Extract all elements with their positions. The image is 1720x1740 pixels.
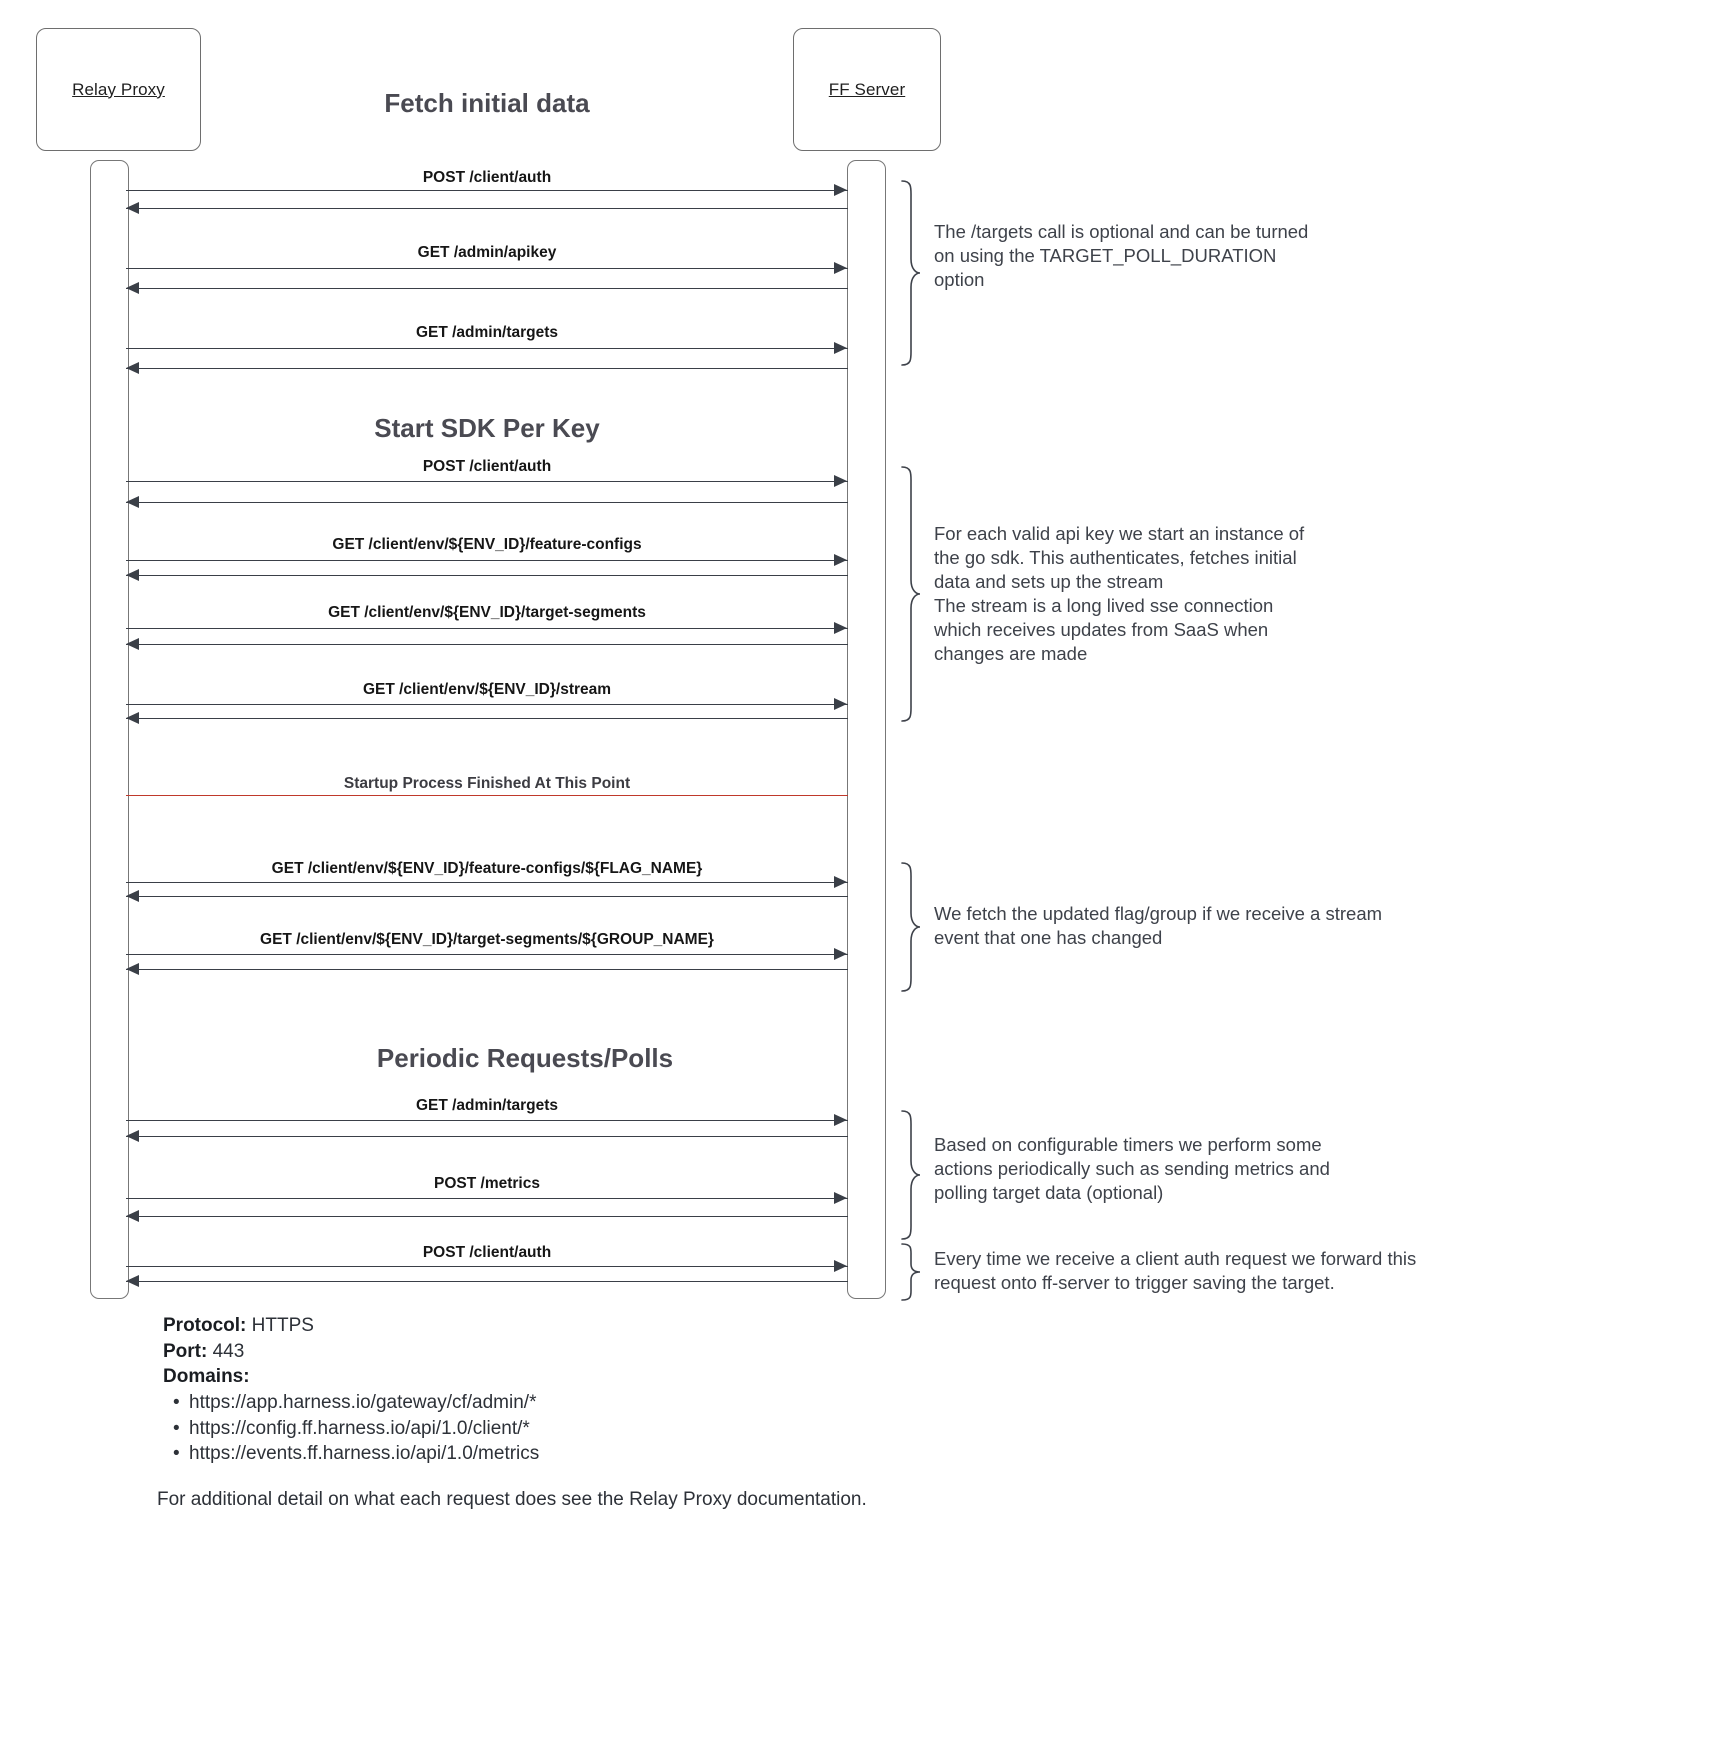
message-arrow-m9 bbox=[126, 954, 848, 955]
message-arrow-m11 bbox=[126, 1198, 848, 1199]
arrow-head-m8 bbox=[834, 875, 847, 888]
participant-ff-server-label: FF Server bbox=[828, 79, 906, 99]
brace-note-stream-event bbox=[898, 862, 922, 997]
section-title-periodic-requests: Periodic Requests/Polls bbox=[376, 1043, 674, 1073]
arrow-head-m11r bbox=[126, 1209, 139, 1222]
message-label-m9: GET /client/env/${ENV_ID}/target-segment… bbox=[260, 931, 714, 948]
arrow-head-m1 bbox=[834, 183, 847, 196]
arrow-head-m10 bbox=[834, 1113, 847, 1126]
message-arrow-m3 bbox=[126, 348, 848, 349]
message-arrow-m8r bbox=[126, 896, 848, 897]
message-arrow-m8 bbox=[126, 882, 848, 883]
message-label-m8: GET /client/env/${ENV_ID}/feature-config… bbox=[271, 860, 703, 877]
footer-domain-item: https://app.harness.io/gateway/cf/admin/… bbox=[173, 1390, 923, 1416]
arrow-head-m7r bbox=[126, 711, 139, 724]
message-label-m12: POST /client/auth bbox=[422, 1244, 552, 1261]
startup-finished-divider-line bbox=[126, 795, 848, 796]
message-arrow-m12r bbox=[126, 1281, 848, 1282]
message-arrow-m2r bbox=[126, 288, 848, 289]
brace-note-periodic-timers bbox=[898, 1110, 922, 1245]
note-text-stream-event: We fetch the updated flag/group if we re… bbox=[934, 903, 1383, 949]
message-arrow-m7 bbox=[126, 704, 848, 705]
note-text-client-auth-forward: Every time we receive a client auth requ… bbox=[934, 1248, 1417, 1294]
message-arrow-m2 bbox=[126, 268, 848, 269]
footer-protocol-label: Protocol: bbox=[163, 1315, 247, 1336]
arrow-head-m2r bbox=[126, 281, 139, 294]
message-label-m11: POST /metrics bbox=[434, 1175, 540, 1192]
footer-domains-row: Domains: bbox=[163, 1364, 923, 1390]
message-arrow-m4r bbox=[126, 502, 848, 503]
arrow-head-m5 bbox=[834, 553, 847, 566]
footer-domains-list: https://app.harness.io/gateway/cf/admin/… bbox=[163, 1390, 923, 1467]
arrow-head-m3r bbox=[126, 361, 139, 374]
message-arrow-m12 bbox=[126, 1266, 848, 1267]
message-arrow-m9r bbox=[126, 969, 848, 970]
note-text-periodic-timers: Based on configurable timers we perform … bbox=[934, 1134, 1330, 1204]
arrow-head-m5r bbox=[126, 568, 139, 581]
footer-documentation-note: For additional detail on what each reque… bbox=[157, 1489, 867, 1510]
message-arrow-m10r bbox=[126, 1136, 848, 1137]
startup-finished-divider-label: Startup Process Finished At This Point bbox=[343, 775, 631, 792]
brace-note-client-auth-forward bbox=[898, 1243, 922, 1306]
message-arrow-m11r bbox=[126, 1216, 848, 1217]
message-arrow-m4 bbox=[126, 481, 848, 482]
footer-domain-item: https://config.ff.harness.io/api/1.0/cli… bbox=[173, 1416, 923, 1442]
arrow-head-m12r bbox=[126, 1274, 139, 1287]
footer-protocol-value: HTTPS bbox=[251, 1315, 314, 1336]
footer-domain-item: https://events.ff.harness.io/api/1.0/met… bbox=[173, 1441, 923, 1467]
message-label-m2: GET /admin/apikey bbox=[417, 244, 557, 261]
message-arrow-m5r bbox=[126, 575, 848, 576]
arrow-head-m8r bbox=[126, 889, 139, 902]
message-arrow-m5 bbox=[126, 560, 848, 561]
note-text-sdk-instance: For each valid api key we start an insta… bbox=[934, 523, 1305, 665]
arrow-head-m3 bbox=[834, 341, 847, 354]
arrow-head-m4r bbox=[126, 495, 139, 508]
arrow-head-m7 bbox=[834, 697, 847, 710]
message-arrow-m10 bbox=[126, 1120, 848, 1121]
message-arrow-m6r bbox=[126, 644, 848, 645]
note-text-targets-optional: The /targets call is optional and can be… bbox=[934, 221, 1309, 291]
arrow-head-m12 bbox=[834, 1259, 847, 1272]
arrow-head-m10r bbox=[126, 1129, 139, 1142]
footer-port-row: Port: 443 bbox=[163, 1339, 923, 1365]
footer-details: Protocol: HTTPS Port: 443 Domains: https… bbox=[163, 1313, 923, 1467]
message-label-m7: GET /client/env/${ENV_ID}/stream bbox=[362, 681, 612, 698]
section-title-fetch-initial-data: Fetch initial data bbox=[384, 88, 590, 118]
arrow-head-m2 bbox=[834, 261, 847, 274]
participant-relay-proxy-label: Relay Proxy bbox=[72, 79, 165, 99]
message-arrow-m7r bbox=[126, 718, 848, 719]
arrow-head-m1r bbox=[126, 201, 139, 214]
lifeline-relay-proxy bbox=[90, 160, 129, 1299]
arrow-head-m11 bbox=[834, 1191, 847, 1204]
arrow-head-m4 bbox=[834, 474, 847, 487]
footer-port-value: 443 bbox=[212, 1340, 245, 1362]
message-label-m6: GET /client/env/${ENV_ID}/target-segment… bbox=[328, 604, 646, 621]
participant-relay-proxy[interactable]: Relay Proxy bbox=[36, 28, 201, 151]
arrow-head-m6r bbox=[126, 637, 139, 650]
message-arrow-m3r bbox=[126, 368, 848, 369]
message-label-m3: GET /admin/targets bbox=[415, 324, 559, 341]
lifeline-ff-server bbox=[847, 160, 886, 1299]
arrow-head-m6 bbox=[834, 621, 847, 634]
arrow-head-m9r bbox=[126, 962, 139, 975]
footer-port-label: Port: bbox=[163, 1340, 208, 1362]
message-label-m4: POST /client/auth bbox=[422, 458, 552, 475]
brace-note-sdk-instance bbox=[898, 466, 922, 727]
message-label-m1: POST /client/auth bbox=[422, 169, 552, 186]
message-arrow-m1r bbox=[126, 208, 848, 209]
arrow-head-m9 bbox=[834, 947, 847, 960]
message-label-m10: GET /admin/targets bbox=[415, 1097, 559, 1114]
footer-domains-label: Domains: bbox=[163, 1366, 250, 1388]
message-label-m5: GET /client/env/${ENV_ID}/feature-config… bbox=[332, 536, 642, 553]
message-arrow-m1 bbox=[126, 190, 848, 191]
section-title-start-sdk-per-key: Start SDK Per Key bbox=[374, 413, 600, 443]
participant-ff-server[interactable]: FF Server bbox=[793, 28, 941, 151]
brace-note-targets-optional bbox=[898, 180, 922, 371]
message-arrow-m6 bbox=[126, 628, 848, 629]
footer-protocol-row: Protocol: HTTPS bbox=[163, 1313, 923, 1339]
